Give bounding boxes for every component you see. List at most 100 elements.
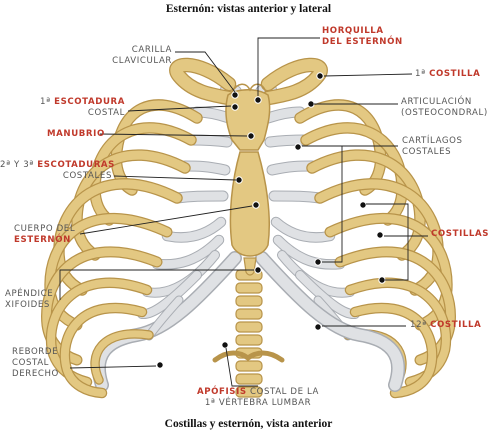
left-rib-9: [59, 270, 202, 399]
right-costal-margin: [255, 251, 406, 392]
label-prefix: 1ª: [415, 69, 430, 79]
label-prefix: 12ª: [410, 320, 431, 330]
rib-bone: [315, 179, 443, 295]
label-text: COSTILLAS: [431, 229, 490, 239]
dot-osteochondral: [307, 100, 315, 108]
costal-cartilage: [180, 161, 230, 175]
label-line: DERECHO: [12, 369, 59, 379]
label-line: ARTICULACIÓN: [401, 97, 472, 107]
leader-line-10: [366, 203, 428, 237]
label-escotadura-1: 1ª ESCOTADURA COSTAL: [20, 97, 125, 119]
label-cuerpo: CUERPO DEL ESTERNÓN: [14, 224, 75, 246]
left-rib-1: [169, 57, 242, 106]
leader-line-9: [79, 205, 253, 235]
costal-cartilage: [162, 217, 226, 242]
vertebra: [235, 295, 263, 307]
label-articulacion: ARTICULACIÓN (OSTEOCONDRAL): [401, 97, 488, 119]
label-highlight: APÓFISIS: [196, 387, 247, 397]
dot-ribs-2: [376, 231, 384, 239]
label-highlight: COSTILLA: [430, 320, 482, 330]
rib-bone: [170, 59, 235, 104]
label-line: 1ª VÉRTEBRA LUMBAR: [204, 398, 312, 408]
label-costilla-1: 1ª COSTILLA: [415, 69, 480, 80]
leader-line-3: [323, 73, 413, 77]
costal-margin: [256, 252, 404, 391]
label-apendice: APÉNDICE XIFOIDES: [5, 289, 53, 311]
xiphoid-process: [243, 257, 257, 276]
costal-cartilage: [172, 191, 228, 203]
label-cartilagos: CARTÍLAGOS COSTALES: [402, 136, 463, 158]
vertebra: [235, 373, 263, 385]
dot-twelfth-rib: [314, 323, 322, 331]
leader-line-14: [59, 269, 254, 300]
costal-cartilage: [271, 217, 335, 242]
label-horquilla: HORQUILLA DEL ESTERNÓN: [322, 26, 403, 48]
leader-line-2: [257, 37, 320, 96]
label-reborde: REBORDE COSTAL DERECHO: [12, 347, 59, 380]
costal-cartilage: [263, 107, 305, 123]
vertebra: [235, 386, 263, 398]
left-rib-2: [110, 99, 235, 196]
label-costillas: COSTILLAS: [431, 229, 489, 240]
dot-clavicular-facet: [231, 91, 239, 99]
dot-ribs-4: [314, 258, 322, 266]
dot-sternal-body: [252, 201, 260, 209]
label-line: DEL ESTERNÓN: [322, 37, 403, 47]
costal-cartilage: [269, 191, 325, 203]
costal-cartilage: [152, 235, 224, 269]
leader-line-6: [99, 133, 248, 137]
label-text: MANUBRIO: [47, 129, 105, 139]
costal-cartilage: [273, 235, 345, 269]
right-ribs: [91, 57, 456, 399]
label-highlight: COSTILLA: [429, 69, 481, 79]
label-costilla-12: 12ª COSTILLA: [410, 320, 481, 331]
vertebra: [235, 308, 263, 320]
dot-apophysis: [221, 341, 229, 349]
leader-line-11: [385, 236, 409, 281]
left-rib-5: [53, 178, 229, 296]
left-ribs: [41, 57, 242, 399]
label-line: CUERPO DEL: [14, 224, 76, 234]
leader-line-8: [113, 175, 237, 181]
left-costal-margin: [91, 251, 242, 392]
pointer-dots: [156, 72, 386, 369]
leader-line-13: [322, 146, 343, 263]
label-prefix: 1ª: [40, 97, 55, 107]
rib-bone: [301, 123, 407, 225]
rib-bone: [54, 179, 182, 295]
left-rib-10: [90, 295, 184, 385]
dot-first-rib: [316, 72, 324, 80]
costal-cartilage: [267, 161, 317, 175]
vertebra: [235, 321, 263, 333]
dot-manubrium: [247, 132, 255, 140]
label-highlight: ESCOTADURA: [54, 97, 125, 107]
right-rib-9: [295, 270, 438, 399]
label-highlight: ESTERNÓN: [14, 235, 71, 245]
dot-jugular-notch: [254, 96, 262, 104]
label-line: CARILLA: [131, 45, 172, 55]
leader-lines: [59, 37, 428, 387]
label-line: CLAVICULAR: [112, 56, 172, 66]
dot-ribs-1: [359, 201, 367, 209]
jugular-notch: [231, 83, 267, 93]
label-prefix: 2ª Y 3ª: [0, 160, 38, 170]
label-line: APÉNDICE: [5, 289, 54, 299]
vertebra: [235, 334, 263, 346]
sternal-body: [229, 151, 271, 257]
rib-bone: [351, 303, 437, 397]
label-line: (OSTEOCONDRAL): [401, 108, 488, 118]
leader-line-17: [225, 347, 258, 387]
label-apofisis: APÓFISIS COSTAL DE LA 1ª VÉRTEBRA LUMBAR: [178, 387, 338, 409]
figure-caption: Costillas y esternón, vista anterior: [164, 418, 333, 430]
label-carilla-clavicular: CARILLA CLAVICULAR: [100, 45, 172, 67]
leader-line-16: [69, 365, 157, 369]
label-manubrio: MANUBRIO: [47, 129, 105, 140]
leader-line-4: [127, 105, 232, 112]
label-line: COSTALES: [62, 171, 112, 181]
right-rib-2: [262, 99, 387, 196]
figure-title: Esternón: vistas anterior y lateral: [165, 3, 332, 15]
label-line: CARTÍLAGOS: [402, 136, 463, 146]
label-line: COSTALES: [402, 147, 452, 157]
costal-margin: [93, 252, 241, 391]
